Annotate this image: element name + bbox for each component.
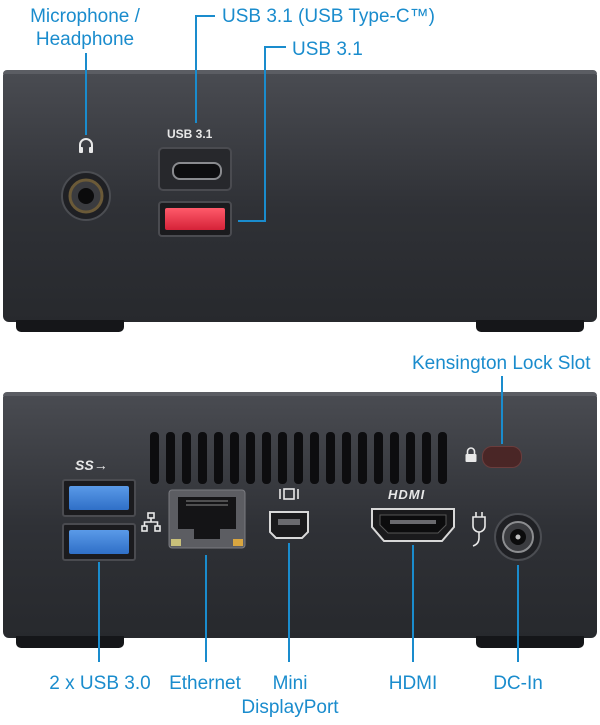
usb30-port-bottom[interactable] bbox=[62, 523, 136, 561]
ss-usb-logo: SS→ bbox=[75, 457, 108, 473]
dcin-label: DC-In bbox=[493, 673, 543, 694]
typec-leader-v bbox=[195, 15, 197, 123]
kensington-lock-slot[interactable] bbox=[482, 446, 522, 468]
displayport-leader-line bbox=[288, 543, 290, 662]
usb30-leader-line bbox=[98, 562, 100, 662]
usb-type-c-socket bbox=[172, 162, 222, 180]
usb-type-c-port[interactable] bbox=[158, 147, 232, 191]
hdmi-label: HDMI bbox=[388, 673, 438, 694]
usb31-port-insert bbox=[165, 208, 225, 230]
usb31-leader-h-bottom bbox=[238, 220, 266, 222]
front-left-foot bbox=[16, 320, 124, 332]
microphone-label: Microphone / bbox=[30, 6, 140, 27]
typec-leader-h bbox=[195, 15, 215, 17]
hdmi-port[interactable] bbox=[370, 507, 456, 543]
mini-displayport-port[interactable] bbox=[268, 510, 310, 540]
usb31-leader-h-top bbox=[264, 46, 286, 48]
dcin-leader-line bbox=[517, 565, 519, 662]
front-right-foot bbox=[476, 320, 584, 332]
usb31-label: USB 3.1 bbox=[292, 39, 363, 60]
audio-leader-line bbox=[85, 53, 87, 135]
usb31-port[interactable] bbox=[158, 201, 232, 237]
ss-logo-text: SS bbox=[75, 457, 94, 473]
usb-type-c-label: USB 3.1 (USB Type-C™) bbox=[222, 6, 435, 27]
hdmi-leader-line bbox=[412, 545, 414, 662]
displayport-icon bbox=[279, 488, 299, 500]
usb-trident-icon: → bbox=[93, 457, 108, 473]
usb30-port-bottom-insert bbox=[69, 530, 129, 554]
usb30-label: 2 x USB 3.0 bbox=[49, 673, 151, 694]
rear-right-foot bbox=[476, 636, 584, 648]
network-icon bbox=[141, 512, 161, 532]
headphone-label: Headphone bbox=[35, 29, 135, 50]
displayport-label: DisplayPort bbox=[241, 697, 339, 718]
usb30-port-top-insert bbox=[69, 486, 129, 510]
audio-jack[interactable] bbox=[60, 170, 112, 222]
kensington-leader-line bbox=[501, 376, 503, 444]
usb31-panel-text: USB 3.1 bbox=[167, 127, 213, 141]
vent-grille bbox=[150, 432, 447, 484]
headphone-icon bbox=[79, 138, 93, 153]
rear-left-foot bbox=[16, 636, 124, 648]
lock-icon bbox=[465, 447, 477, 462]
dc-plug-icon bbox=[472, 512, 486, 547]
dc-in-jack[interactable] bbox=[493, 512, 543, 562]
ethernet-leader-line bbox=[205, 555, 207, 662]
hdmi-logo: HDMI bbox=[388, 487, 426, 502]
usb30-port-top[interactable] bbox=[62, 479, 136, 517]
kensington-label: Kensington Lock Slot bbox=[412, 353, 591, 374]
usb31-leader-v bbox=[264, 46, 266, 222]
ethernet-label: Ethernet bbox=[169, 673, 241, 694]
ethernet-port[interactable] bbox=[168, 489, 246, 549]
mini-label: Mini bbox=[272, 673, 308, 694]
